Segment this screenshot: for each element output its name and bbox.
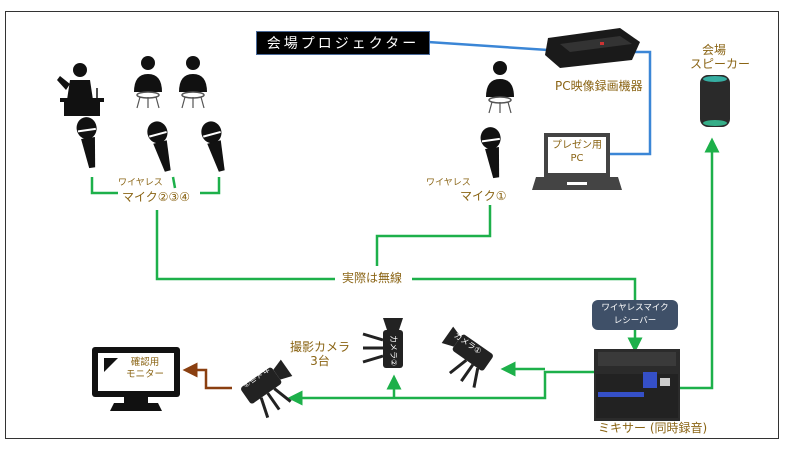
camera2-label: カメラ② — [389, 335, 398, 367]
mic-group-to-receiver-line — [155, 210, 637, 300]
mic-group-label: マイク②③④ — [122, 190, 191, 204]
loudspeaker-icon — [700, 75, 730, 127]
laptop-icon — [532, 133, 622, 190]
camera3-icon — [241, 359, 293, 419]
wireless-note-label: 実際は無線 — [342, 271, 403, 285]
microphone-icon — [76, 117, 97, 169]
mic-group-bracket-mid — [171, 176, 177, 189]
mic1-to-receiver-line — [375, 205, 492, 266]
mixer-icon — [594, 349, 680, 421]
monitor-label-line2: モニター — [125, 368, 164, 380]
laptop-screen-label: プレゼン用 PC — [548, 140, 606, 165]
cameras-label-line1: 撮影カメラ — [290, 340, 351, 354]
speaker-label-line1: 会場 — [701, 43, 726, 57]
monitor-label-line1: 確認用 — [130, 357, 160, 368]
speaker-label-line2: スピーカー — [690, 56, 751, 71]
mic1-label: マイク① — [460, 189, 507, 203]
mic-group-small-label: ワイヤレス — [118, 178, 163, 188]
speaker-label: 会場 スピーカー — [690, 43, 751, 72]
mixer-label: ミキサー (同時録音) — [598, 421, 708, 435]
projector-to-recorder-line — [427, 40, 549, 52]
seated-person-icon — [179, 56, 207, 109]
monitor-icon — [92, 347, 180, 411]
microphone-icon — [201, 121, 225, 172]
monitor-screen-label: 確認用 モニター — [120, 357, 170, 381]
receiver-label-line1: ワイヤレスマイク — [601, 303, 669, 313]
laptop-label-line2: PC — [570, 152, 584, 164]
camera2-icon — [362, 318, 403, 368]
speaker-podium-icon — [57, 63, 104, 116]
cameras-label-line2: 3台 — [310, 353, 330, 368]
seated-person-icon — [134, 56, 162, 109]
microphone-icon — [147, 121, 171, 172]
mixer-to-cameras-line — [287, 370, 594, 406]
microphone-icon — [480, 127, 501, 179]
camera3-to-monitor-arrow — [182, 362, 232, 390]
mic-group-bracket-right — [200, 177, 221, 195]
camera1-icon — [441, 326, 493, 388]
mic-group-bracket-left — [90, 177, 118, 195]
laptop-label-line1: プレゼン用 — [552, 140, 602, 151]
mixer-to-speaker-arrow — [680, 137, 720, 390]
recorder-device-icon — [545, 28, 640, 68]
receiver-label-line2: レシーバー — [613, 316, 657, 326]
wireless-receiver-box: ワイヤレスマイク レシーバー — [592, 300, 678, 330]
recorder-to-laptop-line — [610, 50, 652, 156]
diagram-frame — [5, 11, 779, 439]
projector-label: 会場プロジェクター — [266, 36, 420, 52]
recorder-label: PC映像録画機器 — [555, 79, 643, 93]
seated-person-icon — [486, 61, 514, 114]
projector-label-box: 会場プロジェクター — [256, 31, 430, 55]
mic1-small-label: ワイヤレス — [426, 178, 471, 188]
cameras-label: 撮影カメラ 3台 — [290, 340, 351, 369]
